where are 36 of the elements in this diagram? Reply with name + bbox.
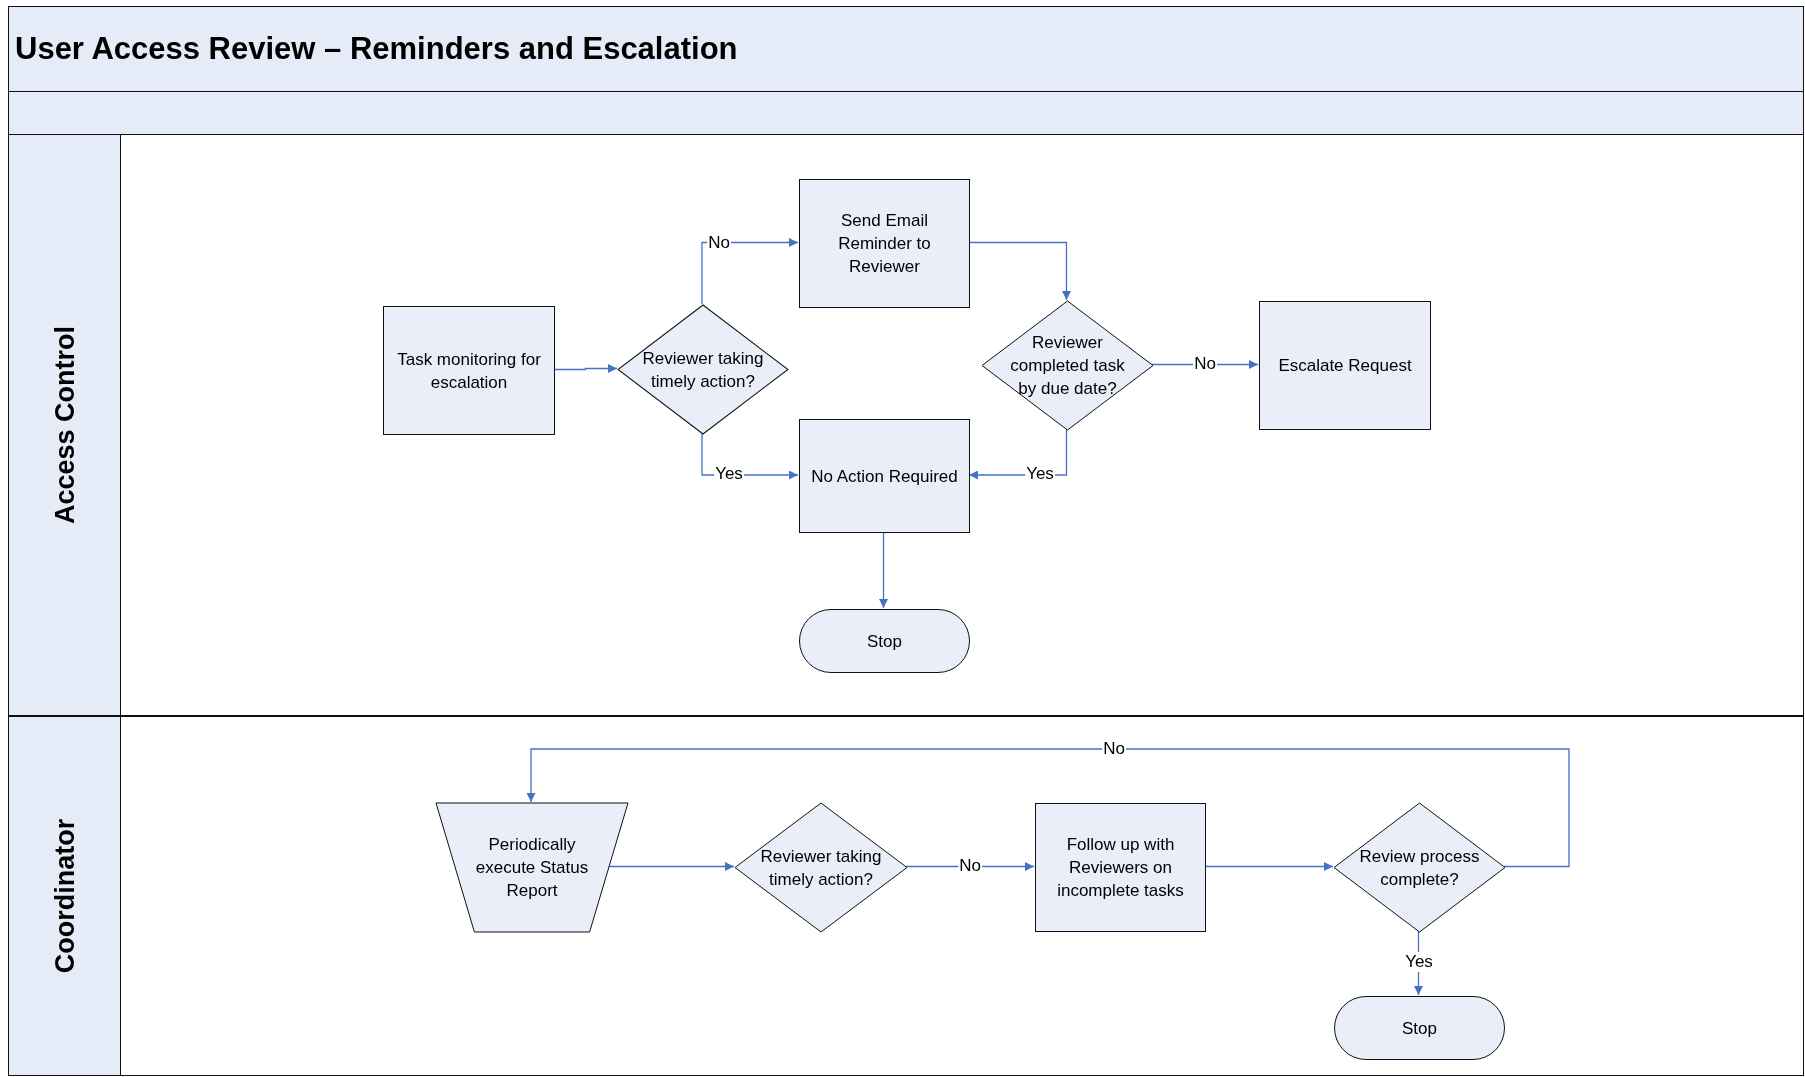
process-box [383,306,555,435]
swimlane [8,716,1804,1076]
node-label: Send Email Reminder to Reviewer [837,210,932,278]
process-box [799,419,970,533]
node-label: Reviewer taking timely action? [641,347,765,393]
diagram-title: User Access Review – Reminders and Escalation [15,29,738,68]
decision-diamond [735,803,907,932]
lane-title: Coordinator [48,818,81,974]
node-label: Stop [867,630,902,653]
node-label: Review process complete? [1358,845,1481,891]
node-label: Periodically execute Status Report [474,834,590,902]
process-box [1259,301,1431,430]
connector-arrow [553,364,618,373]
connector-arrow [1204,862,1334,871]
connector-arrow [879,531,888,609]
process-box [799,179,970,308]
node-label: Escalate Request [1278,355,1412,377]
node-label: Task monitoring for escalation [396,348,542,394]
swimlane [8,134,1804,716]
lane-title: Access Control [48,325,81,525]
connector-arrow [968,241,1071,301]
edge-label: Yes [1404,952,1434,972]
decision-diamond [1334,803,1505,932]
node-label: No Action Required [811,465,958,488]
connector-arrow [526,748,1570,868]
node-label: Stop [1402,1017,1437,1040]
process-box [1035,803,1206,932]
node-label: Reviewer taking timely action? [759,845,883,891]
connector-arrow [701,238,799,305]
connector-arrow [905,862,1035,871]
decision-diamond [982,301,1153,430]
connector-arrow [607,862,735,871]
decision-diamond [618,305,788,434]
manual-operation-shape [436,803,628,932]
node-label: Reviewer completed task by due date? [1009,332,1126,400]
node-label: Follow up with Reviewers on incomplete tasks [1056,834,1185,902]
